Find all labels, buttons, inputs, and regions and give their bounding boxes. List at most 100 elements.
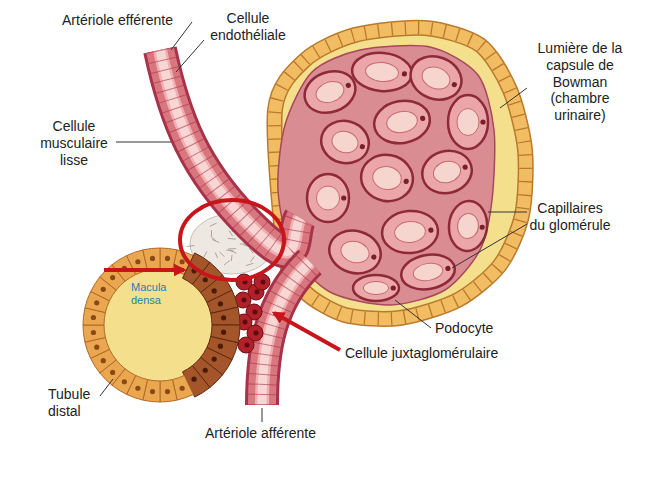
cell-nucleus [180, 386, 185, 391]
cell-nucleus [165, 256, 170, 261]
leader-line [452, 224, 527, 268]
tubule-cell [83, 325, 105, 342]
mesangium-fiber [212, 240, 219, 243]
capillary-wall [307, 174, 349, 222]
leader-line [100, 379, 113, 396]
mesangium-fiber [231, 255, 233, 261]
podocyte-nucleus [451, 81, 458, 88]
capillary-wall [417, 145, 476, 199]
cell-nucleus [261, 280, 266, 285]
cell-nucleus [180, 259, 185, 264]
capillary-lumen [431, 158, 463, 185]
mesangium-fiber [220, 252, 225, 257]
capillary-wall [447, 199, 489, 252]
podocyte-nucleus [462, 164, 468, 170]
part-label: Artériole afférente [205, 425, 375, 442]
capillary-lumen [313, 78, 347, 107]
cell-nucleus [221, 315, 226, 320]
capillary-loop [357, 151, 416, 205]
mesangium-fiber [228, 248, 236, 249]
leader-line [171, 22, 192, 50]
mesangium-fiber [246, 263, 253, 265]
cell-nucleus [122, 379, 127, 384]
capillary-lumen [363, 282, 388, 295]
cell-nucleus [218, 301, 223, 306]
podocyte-nucleus [403, 178, 409, 184]
cell-nucleus [150, 389, 155, 394]
cell-nucleus [218, 344, 223, 349]
distal-tubule [83, 248, 240, 402]
part-label: Artériole efférente [62, 12, 202, 29]
leader-line [500, 88, 527, 108]
capillary-lumen [371, 164, 403, 192]
mesangium-fiber [228, 238, 236, 240]
cell-nucleus [191, 377, 196, 382]
capillary-lumen [412, 261, 444, 283]
cell-nucleus [94, 300, 99, 305]
leader-line [395, 300, 431, 328]
cell-nucleus [243, 320, 248, 325]
capillary-wall [357, 151, 416, 205]
cell-nucleus [242, 298, 247, 303]
capillary-wall [371, 96, 433, 147]
capillary-loop [324, 225, 385, 279]
capillary-loop [447, 199, 489, 252]
capillary-wall [316, 116, 373, 169]
capillary-wall [398, 251, 457, 294]
mesangium-fiber [211, 236, 216, 241]
cell-nucleus [221, 330, 226, 335]
capillary-wall [350, 50, 413, 93]
cell-nucleus [94, 345, 99, 350]
leader-line [116, 142, 171, 143]
mesangium-fiber [210, 223, 217, 226]
mesangium-fiber [211, 230, 212, 236]
cell-nucleus [165, 389, 170, 394]
capillary-wall [353, 275, 399, 301]
podocyte-nucleus [480, 119, 485, 124]
capillary-lumen [338, 238, 371, 266]
red-arrow [104, 268, 184, 272]
capillary-lumen [457, 213, 480, 240]
capillary-lumen [394, 220, 427, 244]
podocyte-nucleus [479, 224, 485, 230]
mesangium-fiber [204, 251, 207, 257]
part-label: Cellule endothéliale [198, 10, 298, 44]
cell-nucleus [110, 370, 115, 375]
cell-nucleus [253, 310, 258, 315]
capillary-lumen [365, 61, 400, 83]
mesangium-fiber [186, 246, 194, 247]
cell-nucleus [135, 386, 140, 391]
capillary-wall [380, 209, 439, 256]
capillary-loop [380, 209, 439, 256]
capillary-wall [324, 225, 385, 279]
capillary-loop [371, 96, 433, 147]
capillary-lumen [385, 109, 419, 135]
capillary-loop [417, 145, 476, 199]
podocyte-nucleus [345, 82, 352, 89]
capillary-loop [448, 95, 488, 149]
cell-nucleus [150, 256, 155, 261]
capillary-loop [398, 251, 457, 294]
podocyte-nucleus [371, 254, 377, 260]
cell-nucleus [212, 356, 217, 361]
mesangium-fiber [215, 252, 217, 258]
cell-nucleus [255, 290, 260, 295]
podocyte-nucleus [391, 285, 396, 290]
leader-line [262, 408, 263, 422]
podocyte-nucleus [445, 265, 451, 271]
part-label: Tubule distal [48, 386, 108, 420]
podocyte-nucleus [428, 227, 434, 233]
cell-nucleus [110, 275, 115, 280]
tubule-cell [160, 380, 177, 402]
mesangium-fiber [226, 250, 234, 251]
cell-nucleus [245, 343, 250, 348]
juxtaglomerular-cell [238, 337, 254, 353]
podocyte-nucleus [420, 115, 426, 121]
red-arrow [274, 313, 340, 350]
part-label: Macula densa [131, 281, 187, 307]
cell-nucleus [101, 287, 106, 292]
tubule-cell [211, 307, 240, 325]
cell-nucleus [135, 259, 140, 264]
tubule-cell [143, 248, 160, 270]
